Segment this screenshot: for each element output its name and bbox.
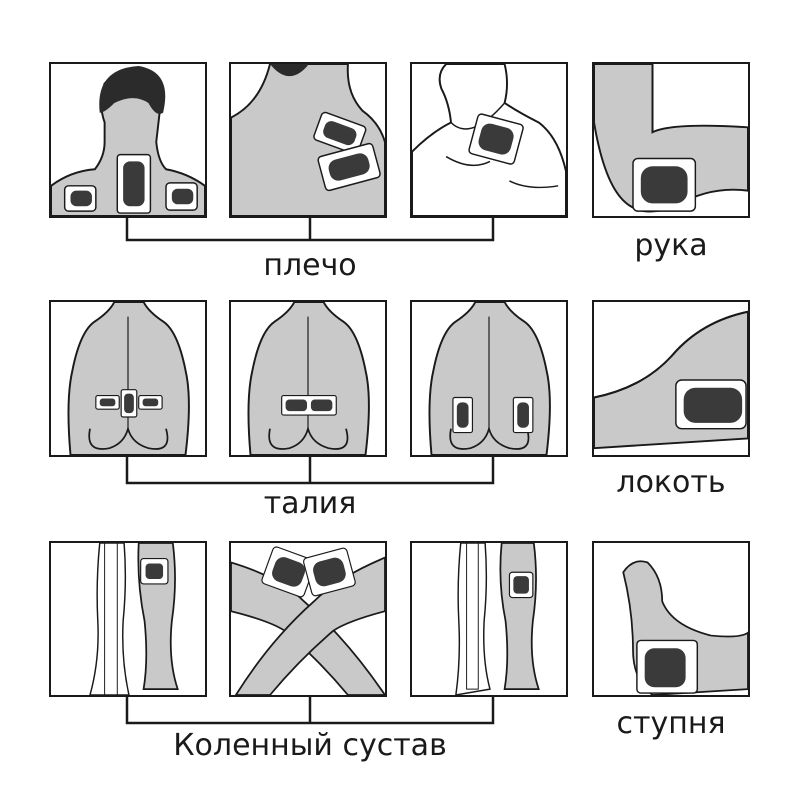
panel-elbow — [592, 300, 750, 457]
panel-foot — [592, 541, 750, 697]
arm-illustration — [594, 64, 748, 213]
waist-bracket — [125, 457, 495, 485]
waist-back-illustration-3 — [428, 302, 551, 455]
knee-cross-illustration — [231, 546, 385, 695]
shoulder-bracket — [125, 218, 495, 242]
knee-leg-illustration-2 — [455, 543, 540, 695]
panel-waist-3 — [410, 300, 568, 457]
shoulder-back-illustration — [231, 64, 385, 216]
panel-knee-3 — [410, 541, 568, 697]
label-arm: рука — [634, 228, 708, 263]
panel-neck-back — [49, 62, 207, 218]
label-elbow: локоть — [616, 465, 726, 500]
panel-arm — [592, 62, 750, 218]
shoulder-front-illustration — [412, 64, 566, 216]
panel-shoulder-front — [410, 62, 568, 218]
panel-waist-2 — [229, 300, 387, 457]
panel-knee-2 — [229, 541, 387, 697]
panel-shoulder-back — [229, 62, 387, 218]
label-shoulder: плечо — [263, 248, 357, 283]
foot-illustration — [622, 560, 748, 695]
label-waist: талия — [263, 486, 357, 521]
waist-back-illustration-2 — [247, 302, 370, 455]
neck-back-illustration — [51, 65, 205, 216]
panel-waist-1 — [49, 300, 207, 457]
elbow-illustration — [594, 310, 748, 450]
label-knee: Коленный сустав — [173, 728, 447, 763]
label-foot: ступня — [616, 706, 726, 741]
waist-back-illustration-1 — [67, 302, 190, 455]
panel-knee-1 — [49, 541, 207, 697]
knee-bracket — [125, 697, 495, 725]
knee-leg-illustration-1 — [89, 543, 179, 695]
